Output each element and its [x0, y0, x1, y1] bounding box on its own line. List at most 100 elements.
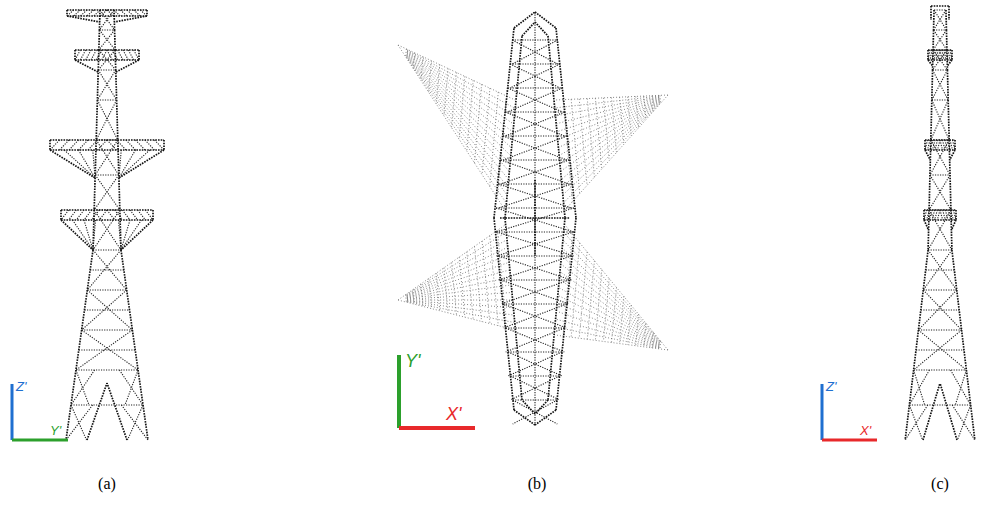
cloud-segment [955, 210, 957, 220]
cloud-segment [87, 289, 126, 290]
cloud-segment [505, 218, 522, 400]
cloud-segment [95, 175, 120, 210]
cloud-segment [929, 210, 952, 250]
cloud-segment [128, 50, 133, 60]
cloud-segment [522, 400, 535, 414]
cloud-segment [932, 70, 948, 100]
cloud-segment [587, 99, 594, 178]
cloud-segment [94, 175, 95, 210]
cloud-segment [909, 370, 929, 405]
cloud-segment [49, 140, 51, 150]
cloud-segment [95, 174, 119, 175]
cloud-segment [931, 140, 950, 175]
cloud-segment [99, 29, 114, 30]
cloud-segment [116, 60, 139, 72]
cloud-segment [407, 56, 507, 186]
cloud-segment [946, 50, 948, 60]
cloud-segment [928, 59, 952, 61]
cloud-segment [938, 50, 940, 60]
cloud-segment [565, 225, 668, 350]
cloud-segment [909, 370, 913, 405]
cloud-segment [933, 70, 949, 100]
cloud-segment [928, 175, 931, 210]
cloud-segment [93, 220, 96, 250]
cloud-segment [60, 140, 70, 150]
cloud-segment [949, 175, 952, 210]
cloud-segment [933, 69, 948, 70]
subfigure-caption: (b) [528, 476, 547, 492]
cloud-segment [407, 51, 513, 116]
cloud-segment [620, 296, 624, 343]
cloud-segment [559, 99, 659, 147]
cloud-segment [494, 218, 514, 410]
cloud-segment [923, 289, 956, 290]
cloud-segment [95, 140, 118, 175]
cloud-segment [75, 59, 139, 61]
cloud-segment [945, 10, 947, 30]
cloud-segment [79, 349, 135, 350]
cloud-segment [932, 50, 934, 60]
cloud-segment [935, 210, 938, 220]
cloud-segment [97, 70, 100, 100]
cloud-segment [459, 257, 465, 317]
cloud-segment [934, 29, 947, 30]
cloud-segment [564, 104, 659, 203]
cloud-segment [924, 210, 927, 220]
cloud-segment [67, 10, 74, 16]
cloud-segment [966, 370, 970, 405]
cloud-segment [134, 50, 139, 60]
cloud-segment [97, 99, 116, 100]
cloud-segment [930, 6, 932, 20]
cloud-segment [99, 30, 115, 50]
cloud-segment [130, 210, 138, 220]
cloud-segment [119, 150, 136, 178]
cloud-segment [134, 10, 141, 16]
axis-line [397, 355, 401, 428]
axis-line [821, 384, 824, 440]
cloud-segment [107, 50, 112, 60]
cloud-segment [953, 140, 956, 150]
cloud-segment [562, 102, 659, 179]
cloud-segment [91, 50, 96, 60]
cloud-segment [74, 10, 81, 16]
cloud-segment [535, 12, 556, 28]
cloud-segment [929, 175, 950, 210]
cloud-segment [579, 99, 587, 185]
cloud-segment [932, 99, 948, 100]
cloud-segment [407, 53, 511, 147]
cloud-segment [482, 88, 490, 174]
cloud-segment [138, 370, 143, 405]
cloud-segment [94, 175, 119, 210]
cloud-segment [119, 220, 122, 250]
cloud-segment [95, 140, 96, 175]
cloud-segment [474, 84, 481, 163]
cloud-segment [407, 301, 513, 315]
cloud-segment [61, 220, 93, 250]
cloud-segment [938, 140, 941, 150]
cloud-segment [587, 261, 594, 340]
cloud-segment [562, 256, 659, 342]
cloud-segment [928, 50, 930, 60]
cloud-segment [140, 10, 147, 16]
cloud-segment [490, 236, 499, 326]
cloud-segment [561, 101, 659, 171]
cloud-segment [948, 210, 951, 220]
cloud-segment [603, 98, 609, 161]
cloud-segment [927, 210, 930, 220]
cloud-segment [933, 140, 936, 150]
cloud-segment [75, 50, 80, 60]
cloud-segment [76, 369, 138, 370]
cloud-segment [925, 149, 955, 151]
cloud-segment [69, 140, 79, 150]
cloud-segment [924, 220, 929, 230]
cloud-segment [114, 10, 121, 16]
cloud-segment [652, 96, 653, 112]
cloud-segment [940, 140, 943, 150]
cloud-segment [99, 30, 115, 50]
cloud-segment [945, 140, 948, 150]
cloud-segment [126, 140, 136, 150]
cloud-segment [557, 311, 659, 346]
cloud-segment [945, 210, 948, 220]
cloud-segment [407, 56, 508, 179]
cloud-segment [96, 140, 119, 175]
